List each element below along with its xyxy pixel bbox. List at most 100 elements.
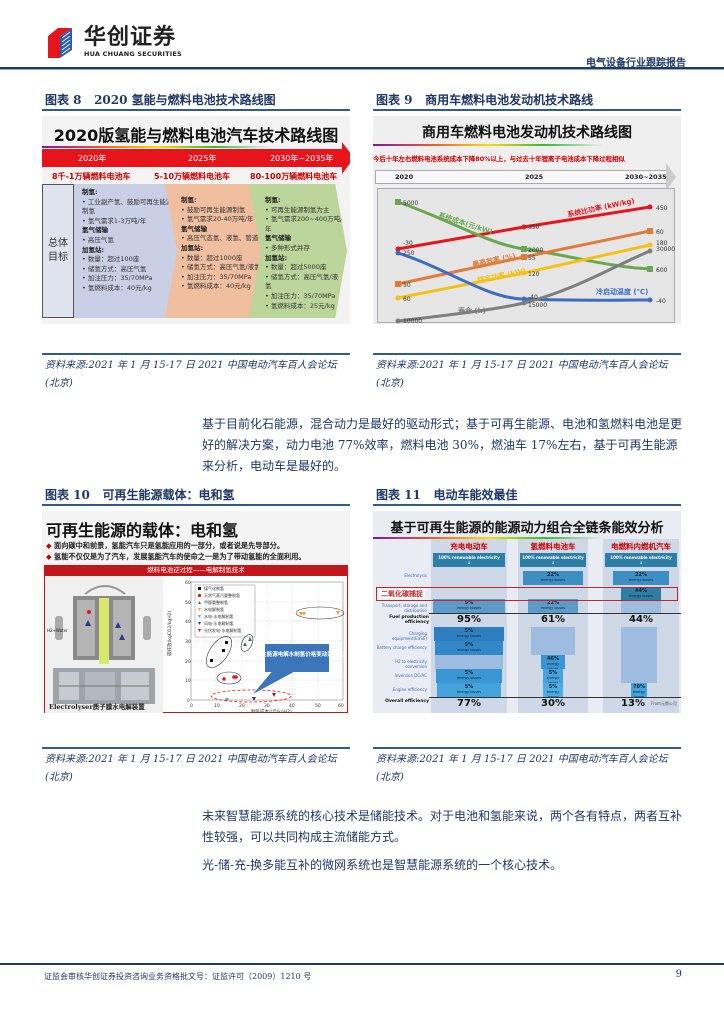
fig11-row-label: Fuel production efficiency xyxy=(389,615,429,625)
figure-8-source: 资料来源:2021 年 1 月 15-17 日 2021 中国电动汽车百人会论坛… xyxy=(45,360,337,389)
fig11-loss-block: 22%energy losses xyxy=(528,599,578,613)
company-logo: 华创证券 HUA CHUANG SECURITIES xyxy=(48,26,188,58)
fig11-fuel-efficiency: 95% xyxy=(457,614,481,625)
svg-text:30000: 30000 xyxy=(656,246,675,253)
section-head: 氢气储输 xyxy=(265,234,291,243)
fig9-year: 2030~2035 xyxy=(625,173,667,181)
svg-text:0: 0 xyxy=(190,703,193,709)
body-paragraph: 基于目前化石能源，混合动力是最好的驱动形式；基于可再生能源、电池和氢燃料电池是更… xyxy=(202,417,683,473)
page-number: 9 xyxy=(675,969,682,980)
fig11-row-label: Transport, storage and distribution xyxy=(381,603,427,613)
figure-11-label: 图表 11 xyxy=(376,488,421,502)
svg-text:60: 60 xyxy=(338,703,344,709)
svg-text:180: 180 xyxy=(656,240,668,247)
svg-text:10: 10 xyxy=(185,678,191,684)
svg-text:250: 250 xyxy=(403,250,415,257)
bullet-text: 面向碳中和前景，氢能汽车只是氢能应用的一部分，或者说是先导部分。 xyxy=(54,541,285,550)
svg-text:120: 120 xyxy=(528,271,540,278)
fig11-column-header: 充电电动车 xyxy=(450,542,488,551)
figure-11-rule xyxy=(373,504,681,506)
fig11-row-label: Electrolysis xyxy=(404,573,427,578)
fig11-row-label: H2 to electricity conversion xyxy=(395,659,427,669)
figure-8-label: 图表 8 xyxy=(45,93,82,107)
fig8-fleet-target: 80-100万辆燃料电池车 xyxy=(250,172,338,181)
fig11-row-label: Battery charge efficiency xyxy=(376,645,427,650)
svg-text:-40: -40 xyxy=(656,298,666,305)
loss-unit: energy losses xyxy=(540,606,566,610)
loss-unit: energy losses xyxy=(628,594,654,598)
figure-11-image: 基于可再生能源的能源动力组合全链条能效分析 充电电动车 氢燃料电池车 电燃料内燃… xyxy=(373,511,681,713)
fig8-heading: 2020版氢能与燃料电池汽车技术路线图 xyxy=(53,126,339,145)
figure-11-caption: 电动车能效最佳 xyxy=(433,488,518,502)
body-paragraph: 未来智慧能源系统的核心技术是储能技术。对于电池和氢能来说，两个各有特点，两者互补… xyxy=(202,809,683,844)
fig11-row-label: Overall efficiency xyxy=(385,699,429,704)
svg-text:40: 40 xyxy=(289,703,295,709)
fig11-loss-block: 44%energy losses xyxy=(621,587,661,601)
svg-text:60: 60 xyxy=(185,580,191,586)
arrow-right-icon xyxy=(342,142,350,174)
figure-8-title: 图表 8 2020 氢能与燃料电池技术路线图 xyxy=(45,91,276,108)
fig11-column-header: 电燃料内燃机汽车 xyxy=(611,542,671,551)
figure-11-bottom-rule xyxy=(373,747,681,749)
item: 工业副产氢、鼓励可再生能源制氢 xyxy=(82,197,173,216)
figure-8-caption: 2020 氢能与燃料电池技术路线图 xyxy=(94,93,276,107)
section-head: 制氢: xyxy=(181,196,197,204)
fig11-fuel-efficiency: 44% xyxy=(629,614,653,625)
header-divider xyxy=(0,67,724,70)
fig11-empty-block xyxy=(531,627,575,655)
item: 氢燃料成本：40元/kg xyxy=(87,283,152,292)
fig11-row-label: Engine efficiency xyxy=(392,687,427,692)
fig11-loss-block: 5%energy losses xyxy=(436,669,502,683)
fig8-timeline-arrow xyxy=(42,149,342,167)
svg-text:系统成本(元/kW): 系统成本(元/kW) xyxy=(437,210,493,236)
fig8-row-label: 总体目标 xyxy=(42,184,74,318)
fig11-input-box: 100% renewable electricity↓ xyxy=(605,553,677,567)
svg-text:天然气蒸汽重整制氢: 天然气蒸汽重整制氢 xyxy=(204,592,240,598)
item: 氢燃料成本：25元/kg xyxy=(270,301,335,310)
figure-10-title: 图表 10 可再生能源载体：电和氢 xyxy=(45,486,234,503)
svg-text:20: 20 xyxy=(185,659,191,665)
svg-text:15000: 15000 xyxy=(528,302,547,309)
loss-unit: energy losses xyxy=(456,648,482,652)
fig11-empty-block xyxy=(435,655,503,669)
fig11-loss-block: 5%energy losses xyxy=(543,683,563,699)
fig11-overall-efficiency: 13% xyxy=(621,698,645,709)
svg-text:2000: 2000 xyxy=(528,247,543,254)
electrolyser-illustration: H2+Water Electrolyser质子膜水电解装置 xyxy=(45,576,163,713)
svg-text:碳排放(kgCO2/kgH2): 碳排放(kgCO2/kgH2) xyxy=(166,611,173,656)
figure-10-image: 可再生能源的载体：电和氢 ◆ 面向碳中和前景，氢能汽车只是氢能应用的一部分，或者… xyxy=(42,511,350,713)
svg-text:55: 55 xyxy=(528,255,536,262)
svg-text:H2+Water: H2+Water xyxy=(47,628,68,633)
figure-9-caption: 商用车燃料电池发动机技术路线 xyxy=(425,93,594,107)
fig8-gradient-line xyxy=(42,146,272,148)
section-head: 加氢站: xyxy=(181,243,204,252)
fig11-divider xyxy=(429,697,681,698)
fig9-year: 2020 xyxy=(395,173,414,181)
loss-unit: energy losses xyxy=(456,690,482,694)
figure-10-bottom-rule xyxy=(42,747,350,749)
svg-text:30: 30 xyxy=(185,639,191,645)
item: 氢燃料成本：40元/kg xyxy=(186,282,251,291)
fig9-note: 今后十年左右燃料电池系统成本下降80%以上，与过去十年锂离子电池成本下降过程相似 xyxy=(373,155,625,163)
fig11-heading: 基于可再生能源的能源动力组合全链条能效分析 xyxy=(390,521,664,536)
fig11-loss-block: 22%energy losses xyxy=(523,571,583,585)
figure-8-rule xyxy=(42,109,350,111)
svg-text:-40: -40 xyxy=(528,294,538,301)
svg-text:0: 0 xyxy=(187,698,190,704)
section-head: 加氢站: xyxy=(265,253,288,262)
svg-text:30: 30 xyxy=(264,703,270,709)
fig11-row-label: Charging equipment(EVSE) xyxy=(391,631,427,641)
loss-unit: energy losses xyxy=(456,634,482,638)
fig10-bullet: ◆ 氢能不仅仅是为了汽车，发展氢能汽车的使命之一是为了带动氢能的全面利用。 xyxy=(46,552,306,562)
svg-text:冷启动温度 (℃): 冷启动温度 (℃) xyxy=(596,287,648,296)
svg-text:60: 60 xyxy=(656,229,664,236)
item: 氢气需求1-3万吨/年 xyxy=(87,216,147,225)
fig11-input-box: 100% renewable electricity↓ xyxy=(433,553,505,567)
fig8-year: 2020年 xyxy=(78,154,107,163)
item: 鼓励可再生能源制氢 xyxy=(186,205,246,214)
fig8-column-2025: 制氢: • 鼓励可再生能源制氢 • 氢气需求20-40万吨/年 氢气储输 • 高… xyxy=(165,184,265,318)
fig10-red-bar: 燃料电池逆过程——电解制氢技术 xyxy=(44,565,348,575)
fig8-fleet-target: 8千-1万辆燃料电池车 xyxy=(52,172,131,181)
